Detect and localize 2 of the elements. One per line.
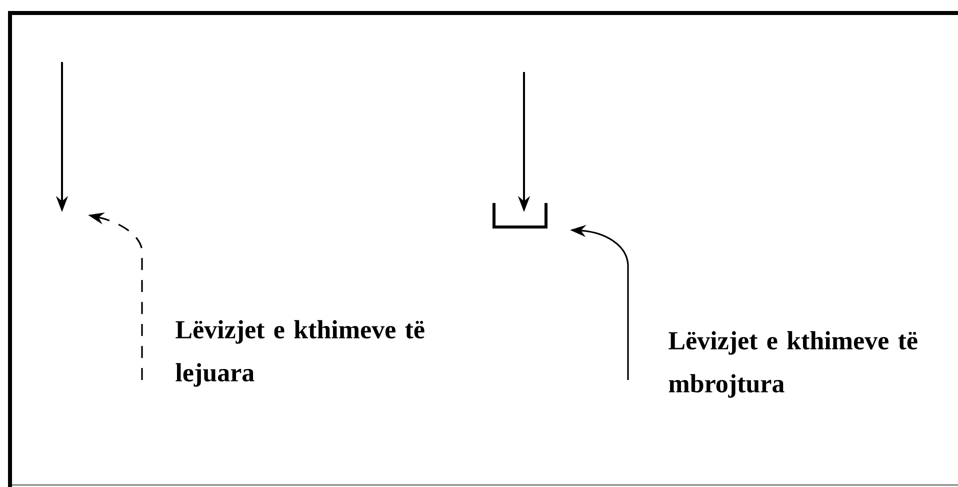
label-text: Lëvizjet e kthimeve të lejuara xyxy=(176,320,424,387)
label-text: Lëvizjet e kthimeve të mbrojtura xyxy=(668,331,918,398)
